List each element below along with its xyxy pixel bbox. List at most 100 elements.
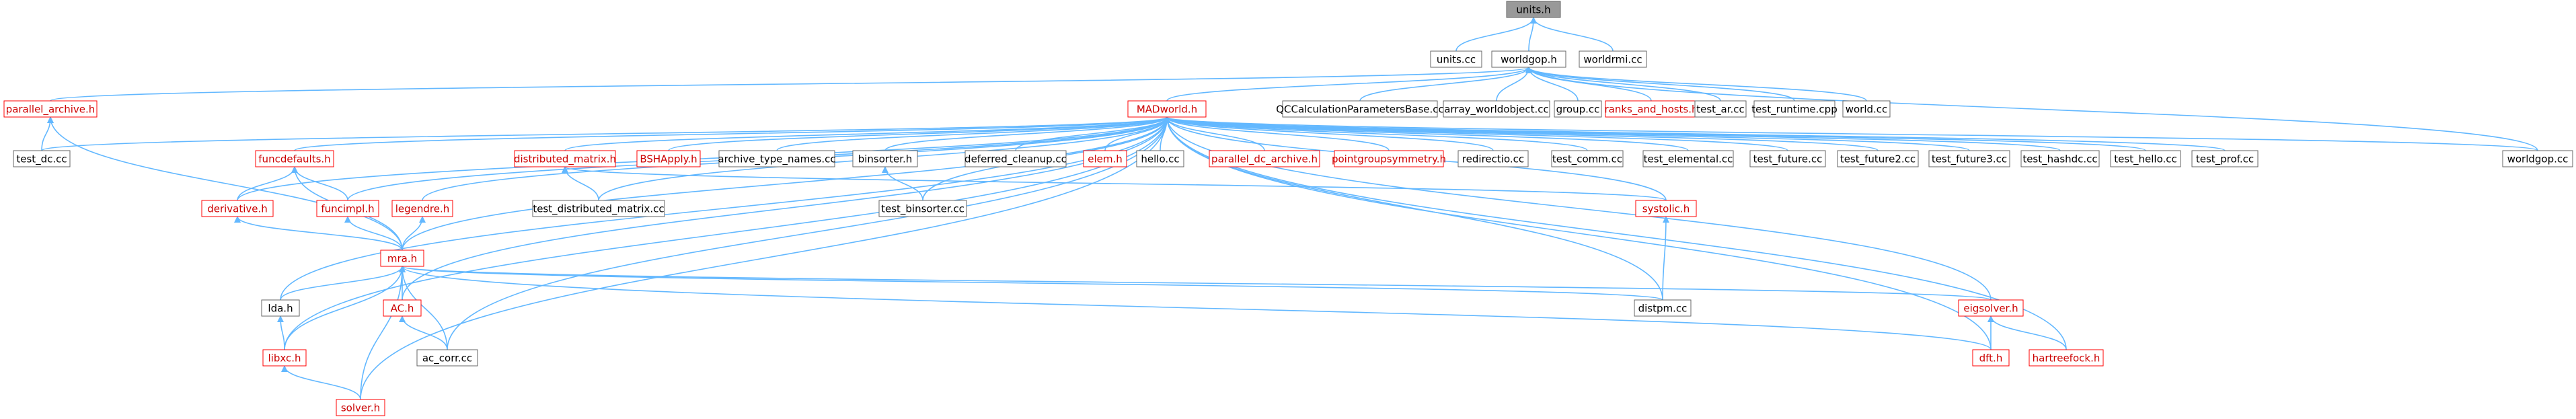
node-worldgop-cc[interactable]: worldgop.cc xyxy=(2502,150,2573,167)
edge-QCCalc-to-worldgop_h xyxy=(1359,67,1532,102)
node-group-cc[interactable]: group.cc xyxy=(1554,100,1602,118)
edge-worldgop_cc-to-worldgop_h xyxy=(1525,67,2538,151)
node-label: parallel_archive.h xyxy=(6,104,96,116)
node-derivative-h[interactable]: derivative.h xyxy=(201,200,274,217)
node-distributed-matrix-h[interactable]: distributed_matrix.h xyxy=(514,150,616,167)
node-label: test_dc.cc xyxy=(16,153,67,166)
node-funcdefaults-h[interactable]: funcdefaults.h xyxy=(255,150,334,167)
node-test-elemental-cc[interactable]: test_elemental.cc xyxy=(1642,150,1734,167)
node-worldrmi-cc[interactable]: worldrmi.cc xyxy=(1579,50,1647,68)
node-test-future2-cc[interactable]: test_future2.cc xyxy=(1837,150,1919,167)
node-test-runtime-cpp[interactable]: test_runtime.cpp xyxy=(1751,100,1838,118)
node-libxc-h[interactable]: libxc.h xyxy=(262,349,307,367)
node-array-worldobject-cc[interactable]: array_worldobject.cc xyxy=(1443,100,1550,118)
node-hartreefock-h[interactable]: hartreefock.h xyxy=(2029,349,2104,367)
node-redirectio-cc[interactable]: redirectio.cc xyxy=(1457,150,1529,167)
edge-mra_h-to-MADworld_h xyxy=(402,116,1170,251)
node-MADworld-h[interactable]: MADworld.h xyxy=(1127,100,1207,118)
edge-world_cc-to-worldgop_h xyxy=(1525,67,1867,102)
node-ranks-and-hosts-h[interactable]: ranks_and_hosts.h xyxy=(1604,100,1698,118)
node-worldgop-h[interactable]: worldgop.h xyxy=(1491,50,1566,68)
node-box xyxy=(964,150,1067,167)
node-box xyxy=(2191,150,2259,167)
node-box xyxy=(1634,299,1692,317)
node-lda-h[interactable]: lda.h xyxy=(261,299,300,317)
node-box xyxy=(1635,200,1697,217)
node-label: test_distributed_matrix.cc xyxy=(533,203,664,216)
edge-MADworld_h-to-worldgop_h xyxy=(1166,67,1532,102)
node-eigsolver-h[interactable]: eigsolver.h xyxy=(1958,299,2024,317)
node-box xyxy=(1579,50,1647,68)
node-box xyxy=(391,200,453,217)
node-label: test_hello.cc xyxy=(2114,153,2177,166)
node-box xyxy=(201,200,274,217)
node-box xyxy=(1958,299,2024,317)
node-test-hello-cc[interactable]: test_hello.cc xyxy=(2110,150,2181,167)
edge-ac_corr_cc-to-AC_h xyxy=(399,315,448,350)
node-archive-type-names-cc[interactable]: archive_type_names.cc xyxy=(718,150,836,167)
node-deferred-cleanup-cc[interactable]: deferred_cleanup.cc xyxy=(964,150,1067,167)
node-test-distributed-matrix-cc[interactable]: test_distributed_matrix.cc xyxy=(532,200,665,217)
node-label: test_future.cc xyxy=(1753,153,1823,166)
node-AC-h[interactable]: AC.h xyxy=(383,299,422,317)
edge-test_runtime_cpp-to-worldgop_h xyxy=(1525,67,1795,102)
edge-distributed_matrix_h-to-MADworld_h xyxy=(564,116,1170,151)
edge-ac_corr_cc-to-mra_h xyxy=(399,266,448,350)
node-systolic-h[interactable]: systolic.h xyxy=(1635,200,1697,217)
node-ac-corr-cc[interactable]: ac_corr.cc xyxy=(416,349,478,367)
node-test-binsorter-cc[interactable]: test_binsorter.cc xyxy=(878,200,967,217)
node-pointgroupsymmetry-h[interactable]: pointgroupsymmetry.h xyxy=(1332,150,1446,167)
node-dft-h[interactable]: dft.h xyxy=(1972,349,2010,367)
node-solver-h[interactable]: solver.h xyxy=(336,399,385,416)
node-box xyxy=(1136,150,1184,167)
node-hello-cc[interactable]: hello.cc xyxy=(1136,150,1184,167)
edge-hartreefock_h-to-eigsolver_h xyxy=(1987,315,2067,350)
node-test-ar-cc[interactable]: test_ar.cc xyxy=(1694,100,1747,118)
node-BSHApply-h[interactable]: BSHApply.h xyxy=(636,150,701,167)
node-test-dc-cc[interactable]: test_dc.cc xyxy=(13,150,71,167)
edge-test_elemental_cc-to-MADworld_h xyxy=(1164,116,1689,151)
node-box xyxy=(1127,100,1207,118)
node-box xyxy=(262,349,307,367)
edge-worldrmi_cc-to-units_h xyxy=(1530,17,1614,52)
node-box xyxy=(1642,150,1734,167)
node-binsorter-h[interactable]: binsorter.h xyxy=(852,150,918,167)
node-world-cc[interactable]: world.cc xyxy=(1842,100,1891,118)
node-QCCalc[interactable]: QCCalculationParametersBase.cc xyxy=(1276,100,1444,118)
node-mra-h[interactable]: mra.h xyxy=(380,250,424,267)
node-label: parallel_dc_archive.h xyxy=(1211,153,1318,166)
node-elem-h[interactable]: elem.h xyxy=(1083,150,1127,167)
edge-solver_h-to-libxc_h xyxy=(281,365,361,400)
edge-parallel_archive_h-to-worldgop_h xyxy=(50,67,1532,102)
node-box xyxy=(852,150,918,167)
node-units-h[interactable]: units.h xyxy=(1506,1,1561,18)
node-label: solver.h xyxy=(341,402,380,414)
edge-mra_h-to-legendre_h xyxy=(402,216,426,251)
node-label: AC.h xyxy=(391,303,414,315)
node-label: units.cc xyxy=(1437,54,1476,66)
node-test-comm-cc[interactable]: test_comm.cc xyxy=(1551,150,1624,167)
edge-libxc_h-to-lda_h xyxy=(277,315,285,350)
node-distpm-cc[interactable]: distpm.cc xyxy=(1634,299,1692,317)
node-label: libxc.h xyxy=(268,352,301,365)
edge-test_hashdc_cc-to-MADworld_h xyxy=(1164,116,2061,151)
edge-worldgop_cc-to-MADworld_h xyxy=(1164,116,2538,151)
node-test-future3-cc[interactable]: test_future3.cc xyxy=(1928,150,2010,167)
node-label: distpm.cc xyxy=(1638,303,1688,315)
node-funcimpl-h[interactable]: funcimpl.h xyxy=(316,200,379,217)
node-test-future-cc[interactable]: test_future.cc xyxy=(1749,150,1826,167)
node-parallel-dc-archive-h[interactable]: parallel_dc_archive.h xyxy=(1209,150,1320,167)
edge-lda_h-to-mra_h xyxy=(280,266,406,301)
node-label: worldgop.h xyxy=(1501,54,1557,66)
node-box xyxy=(3,100,98,118)
node-label: derivative.h xyxy=(207,203,268,215)
edge-mra_h-to-funcimpl_h xyxy=(344,216,403,251)
node-legendre-h[interactable]: legendre.h xyxy=(391,200,453,217)
node-units-cc[interactable]: units.cc xyxy=(1430,50,1482,68)
node-box xyxy=(1443,100,1550,118)
node-test-prof-cc[interactable]: test_prof.cc xyxy=(2191,150,2259,167)
edge-libxc_h-to-mra_h xyxy=(284,266,406,350)
node-parallel-archive-h[interactable]: parallel_archive.h xyxy=(3,100,98,118)
edge-eigsolver_h-to-mra_h xyxy=(399,266,1992,301)
node-test-hashdc-cc[interactable]: test_hashdc.cc xyxy=(2020,150,2100,167)
